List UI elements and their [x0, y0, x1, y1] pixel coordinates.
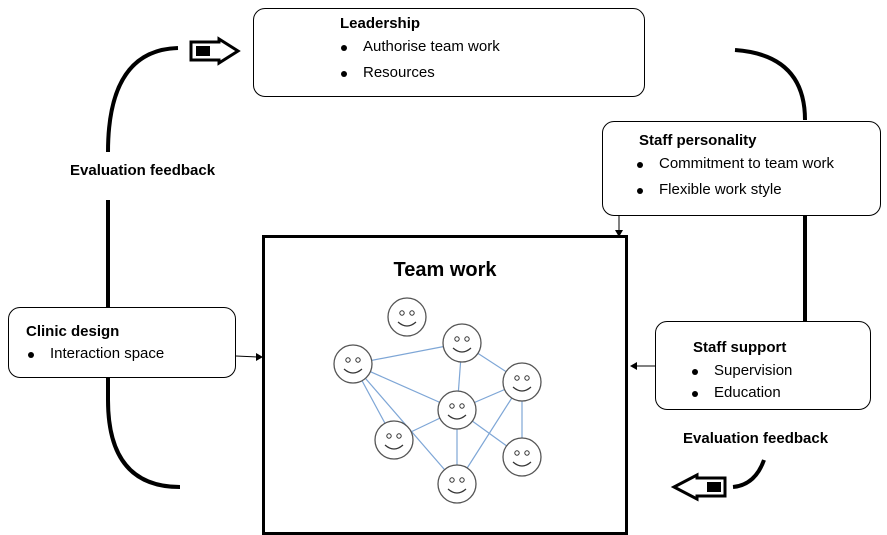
feedback-loop-right-top-arc: [734, 48, 807, 121]
arrow-left-icon: [670, 472, 727, 502]
staff-support-title: Staff support: [693, 339, 787, 356]
smiley-face-icon: [442, 323, 482, 363]
arrow-right-icon: [189, 36, 241, 66]
staff-support-item: Supervision: [688, 362, 792, 379]
staff-personality-item: Flexible work style: [633, 181, 834, 198]
staff-personality-box: Staff personality Commitment to team wor…: [602, 121, 881, 216]
smiley-face-icon: [387, 297, 427, 337]
smiley-face-icon: [502, 437, 542, 477]
personality-connector: [615, 216, 623, 237]
team-network: [333, 297, 542, 504]
smiley-face-icon: [437, 464, 477, 504]
staff-personality-item: Commitment to team work: [633, 155, 834, 172]
leadership-box: Leadership Authorise team work Resources: [253, 8, 645, 97]
staff-personality-title: Staff personality: [639, 132, 757, 149]
leadership-item: Authorise team work: [337, 38, 500, 55]
feedback-loop-right-bottom-arc: [732, 459, 766, 489]
clinic-design-list: Interaction space: [24, 345, 164, 362]
smiley-face-icon: [502, 362, 542, 402]
leadership-item: Resources: [337, 64, 500, 81]
leadership-title: Leadership: [340, 15, 421, 32]
clinic-connector: [235, 353, 263, 361]
clinic-design-title: Clinic design: [26, 323, 120, 340]
evaluation-feedback-right-label: Evaluation feedback: [683, 430, 829, 447]
smiley-face-icon: [374, 420, 414, 460]
leadership-list: Authorise team work Resources: [337, 38, 500, 90]
support-connector: [630, 362, 655, 370]
feedback-loop-left-top-arc: [106, 46, 179, 153]
smiley-face-icon: [333, 344, 373, 384]
staff-support-item: Education: [688, 384, 792, 401]
staff-support-box: Staff support Supervision Education: [655, 321, 871, 410]
clinic-design-box: Clinic design Interaction space: [8, 307, 236, 378]
evaluation-feedback-left-label: Evaluation feedback: [70, 162, 216, 179]
team-work-title: Team work: [393, 259, 497, 281]
feedback-loop-left-bottom-arc: [106, 200, 181, 489]
clinic-design-item: Interaction space: [24, 345, 164, 362]
staff-support-list: Supervision Education: [688, 362, 792, 406]
staff-personality-list: Commitment to team work Flexible work st…: [633, 155, 834, 207]
smiley-face-icon: [437, 390, 477, 430]
network-link: [456, 381, 523, 485]
